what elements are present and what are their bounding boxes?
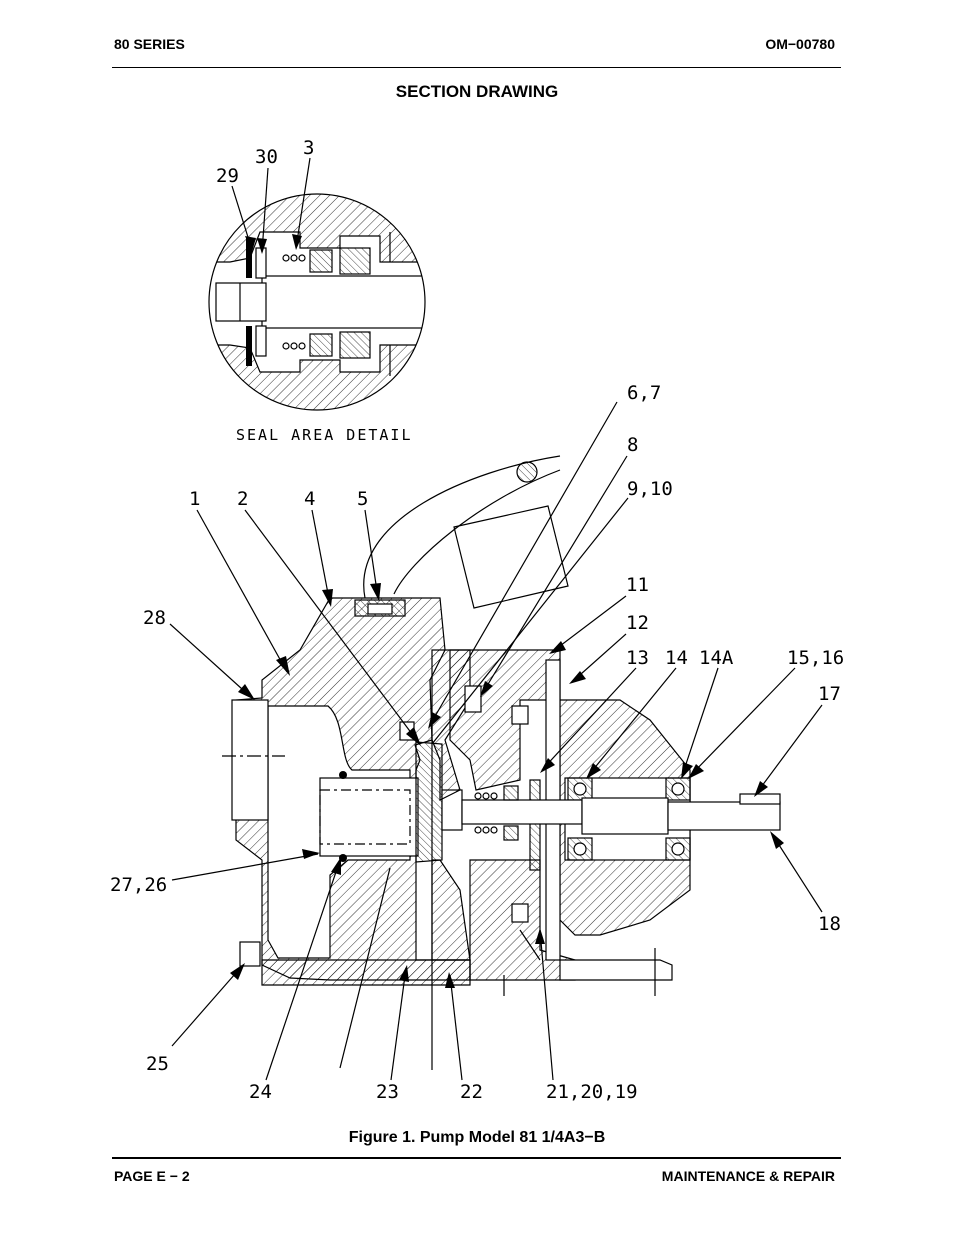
section-title: SECTION DRAWING: [395, 82, 559, 101]
footer-rule: [112, 1157, 841, 1159]
detail-label: SEAL AREA DETAIL: [236, 426, 413, 444]
callout-27-26: 27,26: [110, 874, 167, 896]
callout-17: 17: [818, 683, 841, 705]
callout-1: 1: [189, 488, 200, 510]
callout-3: 3: [303, 137, 314, 159]
callout-4: 4: [304, 488, 315, 510]
callout-6-7: 6,7: [627, 382, 661, 404]
callout-2: 2: [237, 488, 248, 510]
footer-page-number: PAGE E − 2: [114, 1168, 190, 1184]
callout-12: 12: [626, 612, 649, 634]
header-series: 80 SERIES: [114, 36, 185, 52]
callout-21-20-19: 21,20,19: [546, 1081, 638, 1103]
callout-30: 30: [255, 146, 278, 168]
callout-leaders: [169, 401, 823, 1081]
figure-caption: Figure 1. Pump Model 81 1/4A3−B: [348, 1129, 606, 1146]
callout-11: 11: [626, 574, 649, 596]
callout-24: 24: [249, 1081, 272, 1103]
callout-18: 18: [818, 913, 841, 935]
callout-28: 28: [143, 607, 166, 629]
header-doc-number: OM−00780: [765, 36, 835, 52]
callout-9-10: 9,10: [627, 478, 673, 500]
callout-23: 23: [376, 1081, 399, 1103]
pump-body: [222, 455, 781, 1070]
callout-29: 29: [216, 165, 239, 187]
seal-area-detail: [208, 157, 426, 411]
callout-22: 22: [460, 1081, 483, 1103]
callout-13: 13: [626, 647, 649, 669]
callout-15-16: 15,16: [787, 647, 844, 669]
callout-5: 5: [357, 488, 368, 510]
callout-25: 25: [146, 1053, 169, 1075]
callout-8: 8: [627, 434, 638, 456]
callout-14a: 14A: [699, 647, 734, 669]
callout-14: 14: [665, 647, 688, 669]
header-rule: [112, 67, 841, 68]
footer-section: MAINTENANCE & REPAIR: [661, 1168, 835, 1184]
